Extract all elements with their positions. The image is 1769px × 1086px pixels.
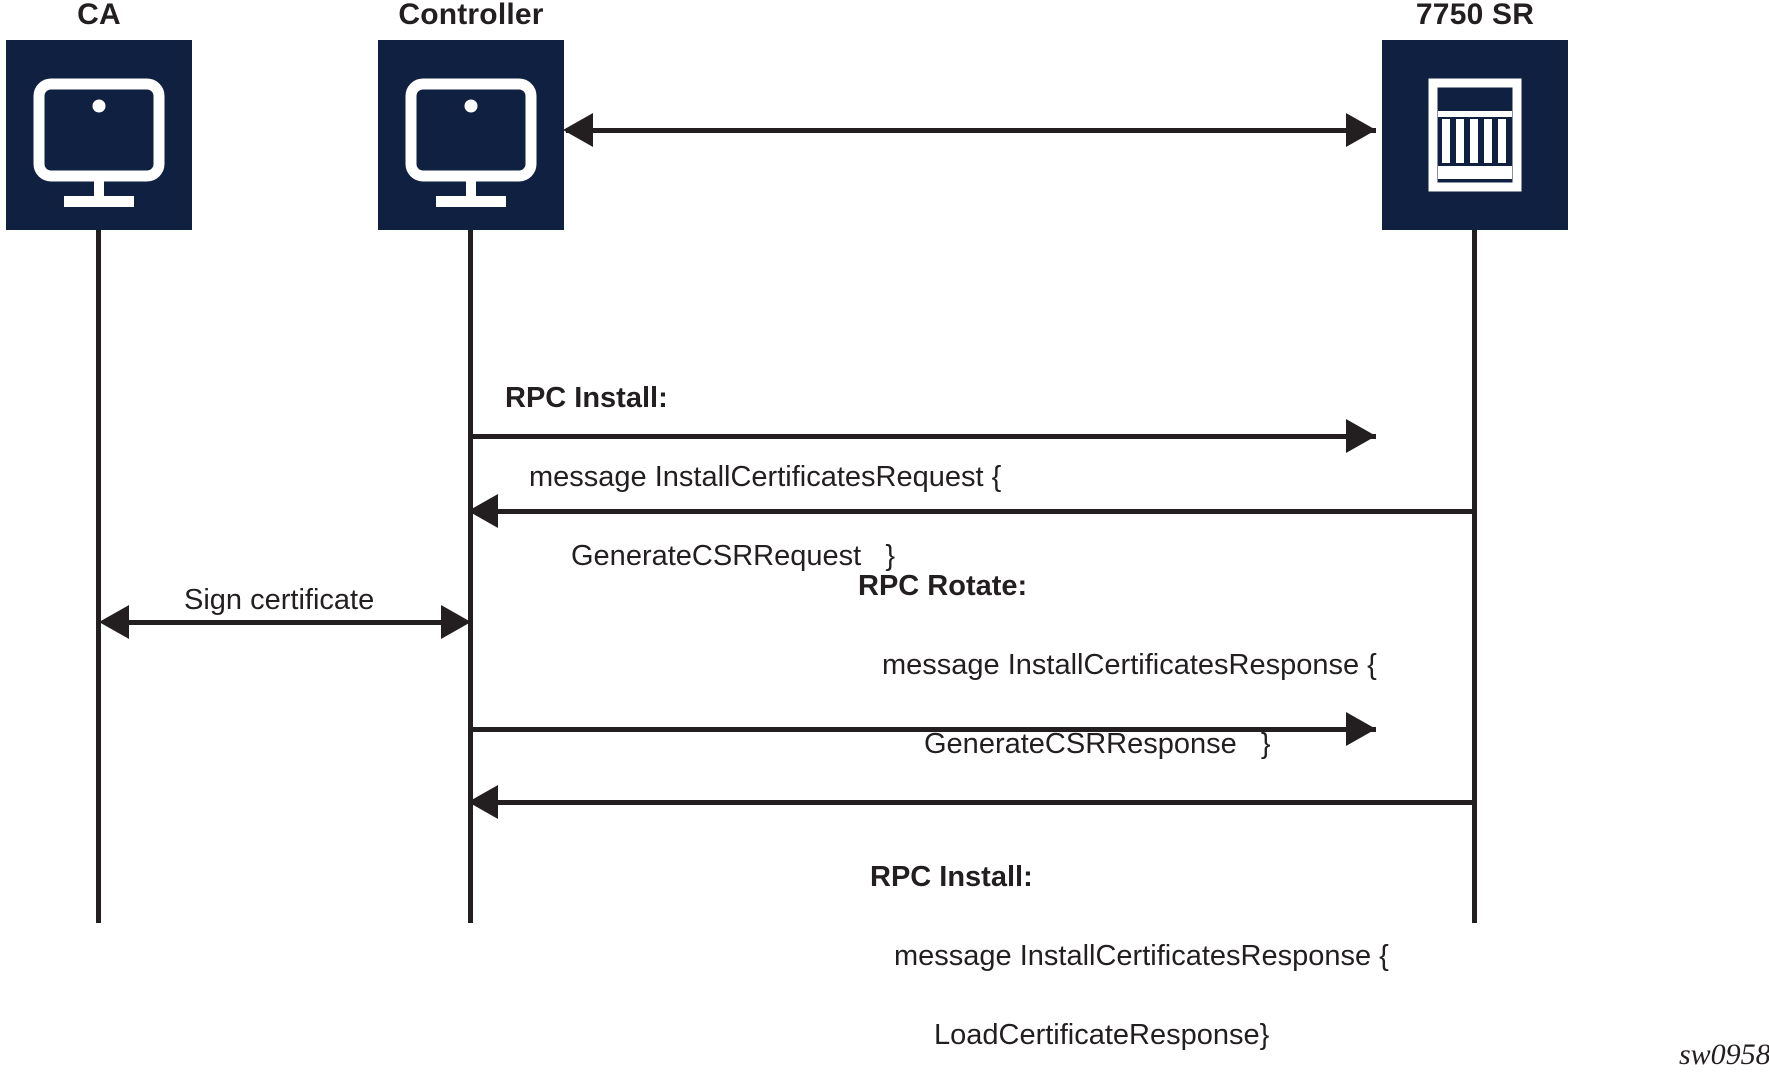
node-title-ca: CA	[77, 0, 121, 31]
arrowhead-right-load-request	[1346, 712, 1376, 746]
arrowhead-left-install-response	[468, 785, 498, 819]
message-line: GenerateCSRRequest }	[571, 540, 896, 573]
desktop-monitor-icon	[33, 78, 165, 207]
arrowhead-left-rotate-response	[468, 494, 498, 528]
message-label-sign-certificate: Sign certificate	[184, 584, 375, 616]
figure-id-watermark: sw0958	[1679, 1038, 1769, 1071]
message-line: LoadCertificateResponse}	[934, 1019, 1270, 1052]
arrowhead-right-sign-certificate	[441, 605, 471, 639]
arrow-line-link	[566, 128, 1376, 133]
router-chassis-icon	[1428, 78, 1522, 192]
lifeline-ca	[96, 230, 101, 923]
lifeline-controller	[468, 230, 473, 923]
arrow-line-install-request	[470, 434, 1376, 439]
arrowhead-right-link	[1346, 113, 1376, 147]
node-box-controller[interactable]	[378, 40, 564, 230]
message-header: RPC Install:	[505, 381, 668, 414]
message-header: RPC Rotate:	[858, 569, 1028, 602]
node-box-ca[interactable]	[6, 40, 192, 230]
lifeline-router	[1472, 230, 1477, 923]
arrow-line-load-request	[470, 727, 1376, 732]
arrowhead-left-sign-certificate	[99, 605, 129, 639]
node-box-router[interactable]	[1382, 40, 1568, 230]
message-label-install-request: RPC Install: message InstallCertificates…	[505, 338, 1001, 617]
message-header: RPC Install:	[870, 860, 1033, 893]
message-line: message InstallCertificatesResponse {	[882, 648, 1377, 681]
node-title-controller: Controller	[398, 0, 544, 31]
arrow-line-rotate-response	[498, 509, 1475, 514]
message-line: GenerateCSRResponse }	[924, 728, 1271, 761]
message-label-install-response: RPC Install: message InstallCertificates…	[870, 817, 1389, 1086]
node-title-router: 7750 SR	[1415, 0, 1535, 31]
message-label-rotate-response: RPC Rotate: message InstallCertificatesR…	[858, 526, 1377, 805]
arrow-line-install-response	[498, 800, 1475, 805]
arrow-line-sign-certificate	[129, 620, 444, 625]
arrowhead-right-install-request	[1346, 419, 1376, 453]
arrowhead-left-link	[563, 113, 593, 147]
desktop-monitor-icon	[405, 78, 537, 207]
message-line: message InstallCertificatesRequest {	[529, 460, 1002, 493]
message-line: message InstallCertificatesResponse {	[894, 939, 1389, 972]
